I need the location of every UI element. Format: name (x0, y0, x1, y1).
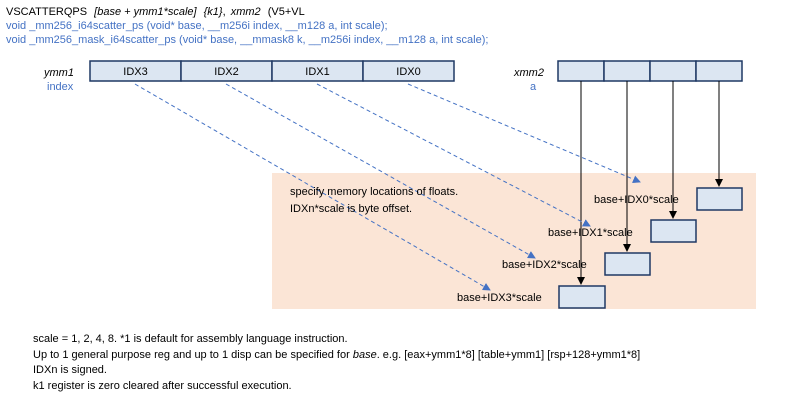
memory-slot-3 (558, 285, 606, 309)
memory-note-1: specify memory locations of floats. (290, 186, 459, 198)
index-cell-label-idx3: IDX3 (123, 66, 147, 78)
memory-location-0: base+IDX0*scale (594, 194, 679, 206)
source-cell-2 (603, 60, 651, 82)
footer-line-4: k1 register is zero cleared after succes… (33, 380, 292, 392)
isa-tag: (V5+VL (267, 6, 305, 18)
source-register (557, 60, 743, 82)
source-register-role: a (530, 81, 537, 93)
index-arrow-1 (316, 83, 591, 227)
memory-slot-2 (604, 252, 651, 276)
intrinsic-signature-1: void _mm256_i64scatter_ps (void* base, _… (6, 20, 388, 32)
footer-line-2: Up to 1 general purpose reg and up to 1 … (33, 349, 640, 362)
index-cell-label-idx0: IDX0 (396, 66, 420, 78)
intrinsic-signature-2: void _mm256_mask_i64scatter_ps (void* ba… (6, 34, 489, 46)
memory-slot-0 (696, 187, 743, 211)
source-register-name: xmm2 (514, 67, 544, 79)
source-cell-1 (649, 60, 697, 82)
index-register-role: index (47, 81, 74, 93)
index-cell-label-idx1: IDX1 (305, 66, 329, 78)
index-cell-label-idx2: IDX2 (214, 66, 238, 78)
source-cell-0 (695, 60, 743, 82)
footer-line-2-base: base (352, 349, 377, 361)
instruction-name: VSCATTERQPS (6, 6, 88, 18)
operand-base: [base + ymm1*scale] (94, 6, 197, 18)
index-arrow-0 (407, 83, 641, 183)
footer-line-2-prefix: Up to 1 general purpose reg and up to 1 … (33, 349, 353, 361)
index-arrow-2 (225, 83, 536, 259)
memory-location-2: base+IDX2*scale (502, 259, 587, 271)
footer-line-1: scale = 1, 2, 4, 8. *1 is default for as… (33, 333, 348, 345)
index-register-name: ymm1 (44, 67, 74, 79)
footer-line-3: IDXn is signed. (33, 364, 107, 376)
memory-slot-1 (650, 219, 697, 243)
memory-note-2: IDXn*scale is byte offset. (290, 203, 413, 215)
index-arrow-3 (134, 83, 491, 291)
memory-location-3: base+IDX3*scale (457, 292, 542, 304)
index-cell-idx0 (362, 60, 455, 82)
footer-line-2-suffix: . e.g. [eax+ymm1*8] [table+ymm1] [rsp+12… (376, 349, 641, 361)
memory-location-1: base+IDX1*scale (548, 227, 633, 239)
operand-mask: {k1} (203, 6, 223, 18)
index-register: IDX3 IDX2 IDX1 IDX0 (89, 60, 455, 82)
operand-src: xmm2 (230, 6, 261, 18)
instruction-header: VSCATTERQPS [base + ymm1*scale] {k1}, xm… (6, 6, 305, 18)
source-cell-3 (557, 60, 605, 82)
